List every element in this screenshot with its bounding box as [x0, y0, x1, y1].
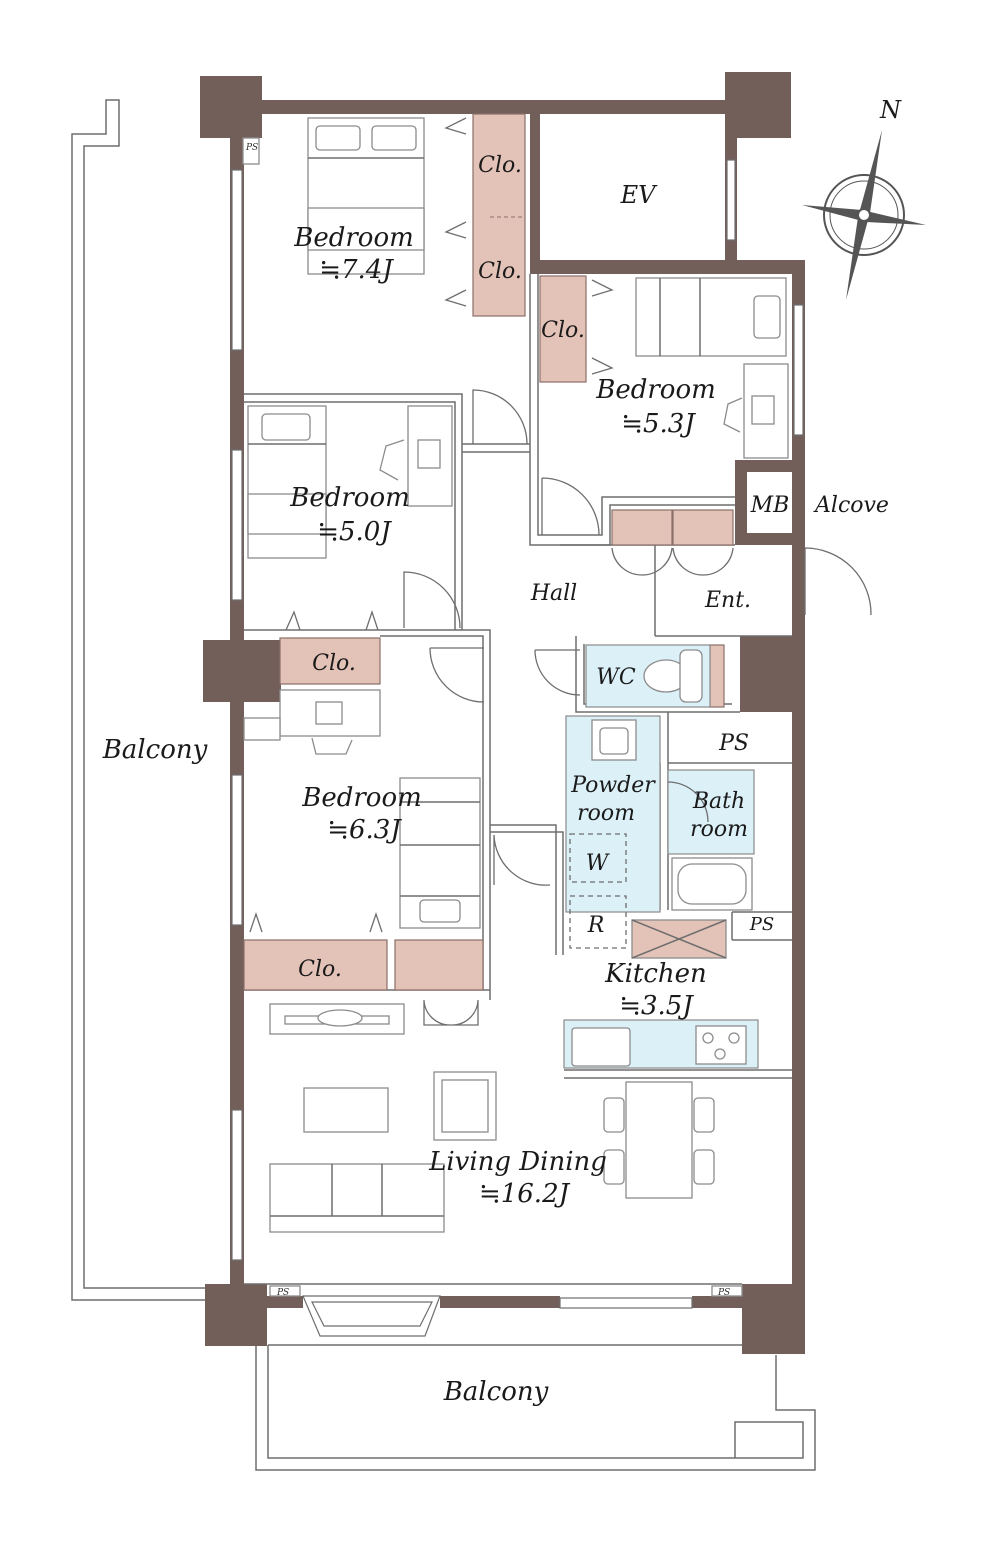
hall-label: Hall: [530, 581, 577, 606]
bathroom-label-line2: room: [690, 817, 748, 842]
washer-label: W: [586, 851, 611, 876]
kitchen-name: Kitchen: [604, 959, 707, 989]
bed-w: [247, 405, 453, 559]
powder-room-label-line2: room: [577, 801, 635, 826]
toilet: [643, 649, 703, 703]
bedroom-ne-area: ≒5.3J: [621, 409, 696, 439]
kitchen-sink-stove: [571, 1025, 747, 1067]
door-bedroom-ne: [541, 477, 600, 536]
wc-cabinet: [709, 644, 725, 708]
bathtub: [671, 857, 753, 911]
closet-ne-doors: [591, 279, 614, 375]
doors: [249, 117, 872, 1026]
closet-sw-doors: [249, 911, 383, 933]
bedroom-nw-name: Bedroom: [293, 223, 414, 253]
bedroom-w-name: Bedroom: [289, 483, 410, 513]
balcony-south-outline: [255, 1344, 816, 1471]
meter-box-label: MB: [750, 493, 790, 518]
bedroom-w-area: ≒5.0J: [317, 517, 392, 547]
ps-marker-sw: PS: [276, 1288, 289, 1298]
closet-sw-label: Clo.: [298, 957, 342, 982]
closet-sw-left: [243, 939, 388, 991]
washer-space: [569, 833, 627, 883]
dining-set: [603, 1081, 715, 1199]
bed-ne: [635, 277, 789, 459]
north-label: N: [879, 96, 902, 124]
closet-w: [279, 637, 381, 685]
pipe-space-label: PS: [718, 731, 749, 756]
west-windows: [231, 159, 804, 1309]
room-labels: Clo. Clo. Clo. Clo. Clo. EV Bedroom ≒7.4…: [102, 153, 889, 1407]
closet-sw-right: [394, 939, 484, 991]
elevator-label: EV: [620, 181, 659, 209]
bay-window: [302, 1295, 441, 1337]
bed-nw: [307, 117, 425, 275]
door-wc: [534, 649, 581, 696]
closet-ne: [539, 275, 587, 383]
door-bedroom-sw: [429, 647, 485, 703]
tv-board: [269, 1003, 405, 1035]
closet-w-doors: [285, 609, 379, 631]
pipe-space-markers: PS PS PS: [242, 137, 743, 1298]
refrigerator-label: R: [587, 913, 605, 938]
wc-label: WC: [596, 665, 636, 690]
shoe-closet-right: [672, 509, 734, 546]
shoe-closet-left: [611, 509, 673, 546]
door-bedroom-nw: [472, 389, 528, 445]
balcony-west-label: Balcony: [102, 735, 208, 765]
door-bathroom: [667, 781, 709, 823]
balcony-west-outline: [71, 99, 205, 1301]
ps-marker-nw: PS: [245, 143, 258, 153]
sofa-set: [269, 1071, 497, 1233]
closet-nw-label-bottom: Clo.: [478, 259, 522, 284]
door-entrance: [804, 547, 872, 616]
living-dining-area: ≒16.2J: [479, 1179, 571, 1209]
entrance-label: Ent.: [704, 588, 751, 613]
kitchen-cabinet: [631, 919, 727, 959]
alcove-label: Alcove: [813, 493, 889, 518]
bedroom-ne-name: Bedroom: [595, 375, 716, 405]
closet-w-label: Clo.: [312, 651, 356, 676]
washbasin: [591, 719, 637, 761]
closet-nw-doors: [444, 117, 467, 307]
furniture: [243, 117, 789, 1233]
closets: [243, 113, 734, 991]
bedroom-sw-name: Bedroom: [301, 783, 422, 813]
door-closet-sw: [423, 999, 479, 1026]
door-bedroom-w: [403, 571, 461, 629]
powder-room-label-line1: Powder: [570, 773, 656, 798]
closet-nw-label-top: Clo.: [478, 153, 522, 178]
door-shoe-closet: [611, 547, 734, 576]
ps-marker-se: PS: [717, 1288, 730, 1298]
pipe-space-small-label: PS: [749, 914, 774, 935]
balcony-south-label: Balcony: [443, 1377, 549, 1407]
refrigerator-space: [569, 895, 627, 949]
closet-ne-label: Clo.: [541, 318, 585, 343]
kitchen-area: ≒3.5J: [619, 991, 694, 1021]
bed-sw: [243, 689, 481, 929]
bedroom-nw-area: ≒7.4J: [319, 255, 394, 285]
bathroom-label-line1: Bath: [692, 789, 745, 814]
living-dining-name: Living Dining: [428, 1147, 607, 1177]
door-living: [493, 834, 551, 886]
bedroom-sw-area: ≒6.3J: [327, 815, 402, 845]
closet-nw: [472, 113, 526, 317]
compass-rose-icon: N: [802, 96, 926, 300]
